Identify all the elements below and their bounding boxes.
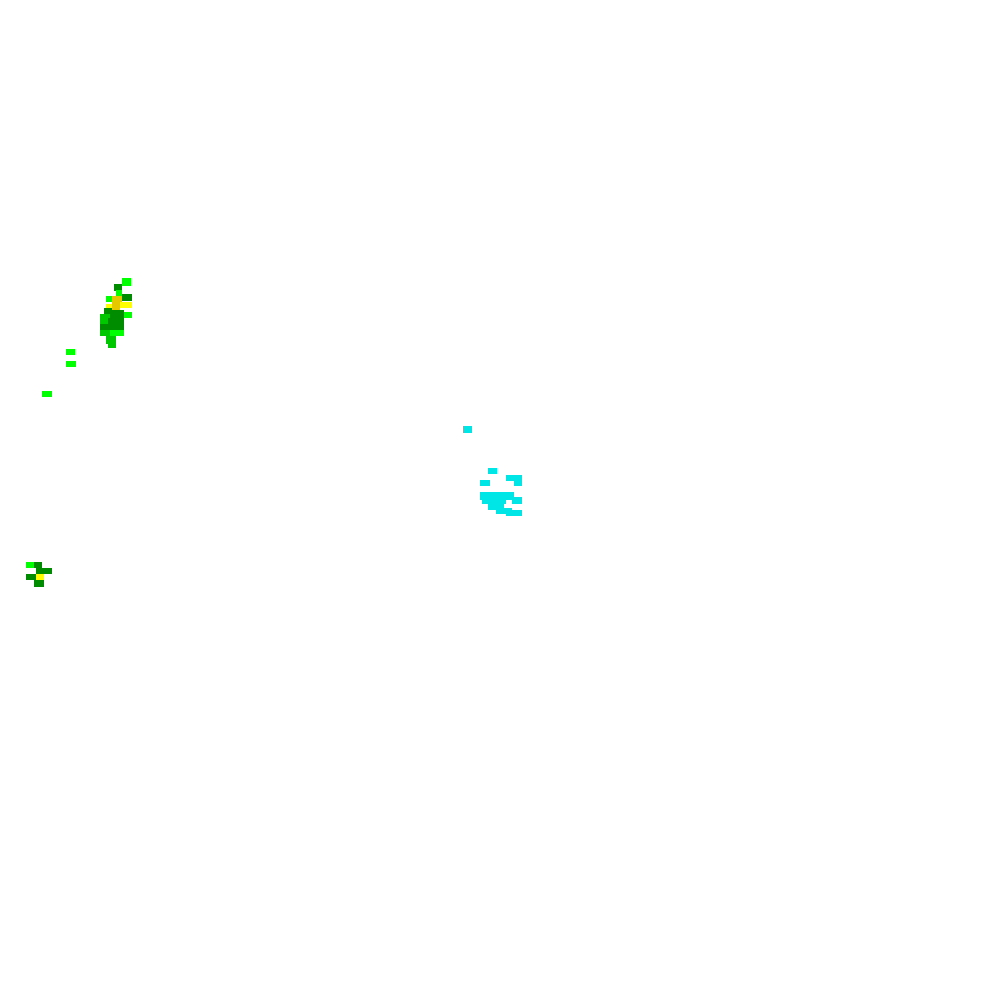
echo-pixel-dark-green	[110, 310, 124, 318]
echo-pixel-dark-green	[114, 284, 122, 291]
echo-clusters	[26, 278, 522, 587]
echo-pixel-cyan	[506, 475, 522, 481]
echo-pixel-cyan	[463, 426, 472, 433]
echo-pixel-medium-green	[100, 314, 110, 324]
echo-pixel-medium-green	[100, 330, 110, 336]
northwest-scattered-echoes	[42, 349, 76, 397]
echo-pixel-dark-green	[104, 308, 112, 314]
central-light-echoes	[463, 426, 522, 516]
echo-pixel-light-green	[66, 349, 75, 355]
echo-pixel-cyan	[480, 492, 514, 500]
echo-pixel-medium-green	[106, 336, 116, 344]
echo-pixel-amber	[112, 296, 122, 304]
echo-pixel-cyan	[514, 480, 522, 486]
echo-pixel-light-green	[42, 391, 52, 397]
echo-pixel-cyan	[482, 498, 506, 504]
echo-pixel-amber	[112, 302, 120, 310]
echo-pixel-cyan	[496, 508, 512, 514]
echo-pixel-light-green	[122, 278, 131, 286]
echo-pixel-light-green	[124, 312, 132, 318]
echo-pixel-cyan	[488, 504, 504, 510]
echo-pixel-dark-green	[122, 294, 132, 301]
echo-pixel-dark-green	[34, 562, 42, 568]
echo-pixel-dark-green	[108, 318, 124, 330]
echo-pixel-yellow	[36, 574, 44, 580]
echo-pixel-light-green	[26, 562, 34, 568]
echo-pixel-yellow	[120, 302, 132, 308]
echo-pixel-cyan	[506, 510, 522, 516]
echo-pixel-light-green	[116, 290, 122, 296]
echo-pixel-dark-green	[36, 568, 52, 574]
echo-pixel-cyan	[512, 497, 522, 504]
echo-pixel-dark-green	[34, 580, 44, 587]
echo-pixel-dark-green	[100, 324, 108, 334]
echo-pixel-light-green	[106, 296, 112, 302]
southwest-storm-cell	[26, 562, 52, 587]
echo-pixel-light-green	[66, 361, 76, 367]
echo-pixel-light-green	[110, 330, 124, 336]
echo-pixel-yellow	[106, 304, 112, 309]
echo-pixel-medium-green	[108, 342, 116, 348]
echo-pixel-cyan	[488, 468, 497, 474]
northwest-storm-cell	[100, 278, 132, 348]
echo-pixel-cyan	[480, 480, 490, 486]
echo-pixel-dark-green	[26, 574, 36, 580]
